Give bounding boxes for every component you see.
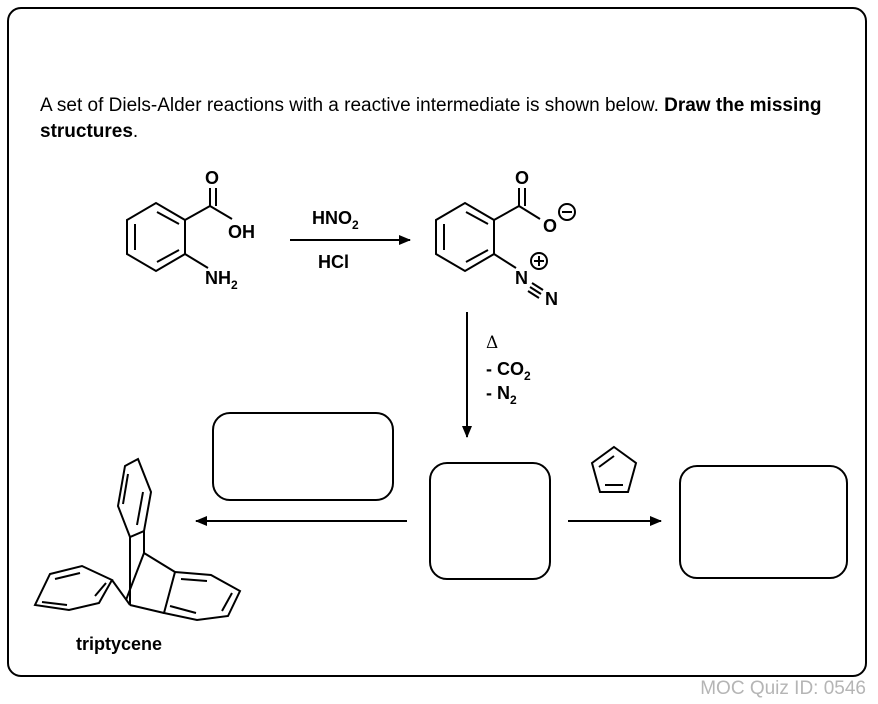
atom-n-1: N xyxy=(515,268,528,288)
answer-box-reagent[interactable] xyxy=(212,412,394,501)
anthranilic-acid-structure xyxy=(126,188,233,273)
answer-box-product[interactable] xyxy=(679,465,848,579)
atom-o-carbonyl-2: O xyxy=(515,168,529,188)
reagent-heat: Δ xyxy=(486,333,498,353)
reagent-minus-n2: - N2 xyxy=(486,383,517,407)
answer-box-intermediate[interactable] xyxy=(429,462,551,580)
triptycene-structure xyxy=(33,457,242,622)
quiz-id-footer: MOC Quiz ID: 0546 xyxy=(700,678,866,699)
atom-oh: OH xyxy=(228,222,255,242)
reagent-minus-co2: - CO2 xyxy=(486,359,531,383)
diazonium-carboxylate-structure xyxy=(435,188,576,299)
atom-nh2: NH2 xyxy=(205,268,238,292)
question-text-end: . xyxy=(132,121,139,142)
reagent-hcl: HCl xyxy=(318,252,349,272)
cyclopentadiene-structure xyxy=(590,445,638,493)
question-text: A set of Diels-Alder reactions with a re… xyxy=(40,93,860,145)
atom-n-2: N xyxy=(545,289,558,309)
atom-o-carbonyl-1: O xyxy=(205,168,219,188)
atom-o-minus: O xyxy=(543,216,557,236)
quiz-frame xyxy=(7,7,867,677)
question-text-plain: A set of Diels-Alder reactions with a re… xyxy=(40,95,665,116)
reagent-hno2: HNO2 xyxy=(312,208,359,232)
question-text-bold: Draw the missing structures xyxy=(40,95,822,142)
triptycene-label: triptycene xyxy=(76,634,162,654)
